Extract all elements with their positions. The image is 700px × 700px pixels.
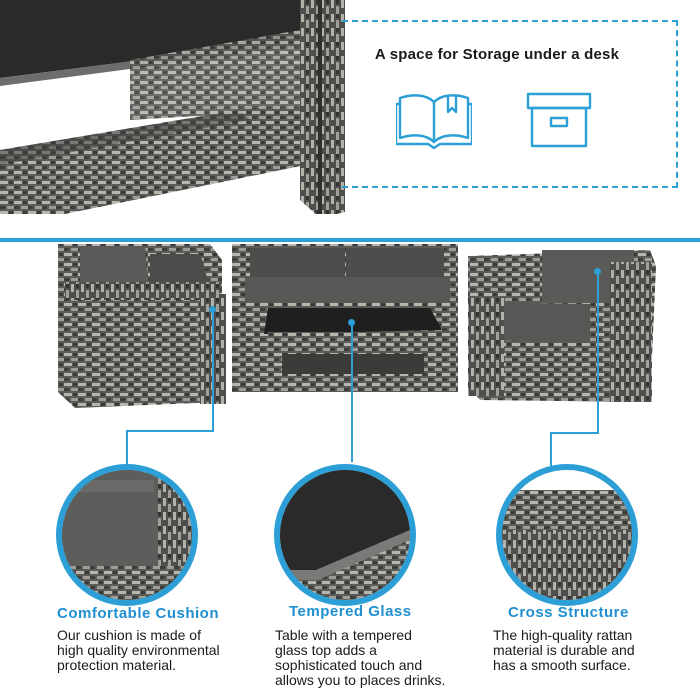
feature-desc-line: high quality environmental bbox=[57, 642, 220, 658]
open-book-icon bbox=[394, 90, 474, 150]
feature-desc-line: Our cushion is made of bbox=[57, 627, 201, 643]
cushion-leader-vertical bbox=[212, 310, 214, 432]
feature-desc-line: Table with a tempered bbox=[275, 627, 412, 643]
feature-desc-line: allows you to places drinks. bbox=[275, 672, 446, 688]
feature-desc-line: glass top adds a bbox=[275, 642, 377, 658]
feature-title-structure: Cross Structure bbox=[508, 604, 629, 621]
cushion-leader-drop bbox=[126, 430, 128, 468]
glass-detail-circle bbox=[274, 464, 416, 606]
patio-set-photo bbox=[50, 242, 665, 414]
storage-caption: A space for Storage under a desk bbox=[374, 46, 620, 63]
feature-title-cushion: Comfortable Cushion bbox=[57, 605, 219, 622]
feature-desc-line: sophisticated touch and bbox=[275, 657, 423, 673]
feature-desc-structure: The high-quality rattan material is dura… bbox=[493, 628, 693, 673]
storage-info-frame bbox=[342, 20, 678, 188]
glass-leader-vertical bbox=[351, 322, 353, 462]
feature-desc-line: protection material. bbox=[57, 657, 177, 673]
feature-desc-line: material is durable and bbox=[493, 642, 635, 658]
structure-leader-vertical bbox=[597, 272, 599, 434]
feature-title-glass: Tempered Glass bbox=[289, 603, 412, 620]
structure-leader-drop bbox=[550, 432, 552, 468]
feature-desc-line: The high-quality rattan bbox=[493, 627, 633, 643]
cushion-detail-circle bbox=[56, 464, 198, 606]
structure-detail-circle bbox=[496, 464, 638, 606]
cushion-marker-dot bbox=[209, 306, 216, 313]
structure-marker-dot bbox=[594, 268, 601, 275]
cushion-leader-horizontal bbox=[126, 430, 214, 432]
feature-desc-cushion: Our cushion is made of high quality envi… bbox=[57, 628, 267, 673]
storage-box-icon bbox=[526, 90, 592, 150]
table-closeup-photo bbox=[0, 0, 345, 238]
feature-desc-line: has a smooth surface. bbox=[493, 657, 631, 673]
section-divider bbox=[0, 238, 700, 242]
structure-leader-horizontal bbox=[550, 432, 599, 434]
feature-desc-glass: Table with a tempered glass top adds a s… bbox=[275, 628, 490, 688]
